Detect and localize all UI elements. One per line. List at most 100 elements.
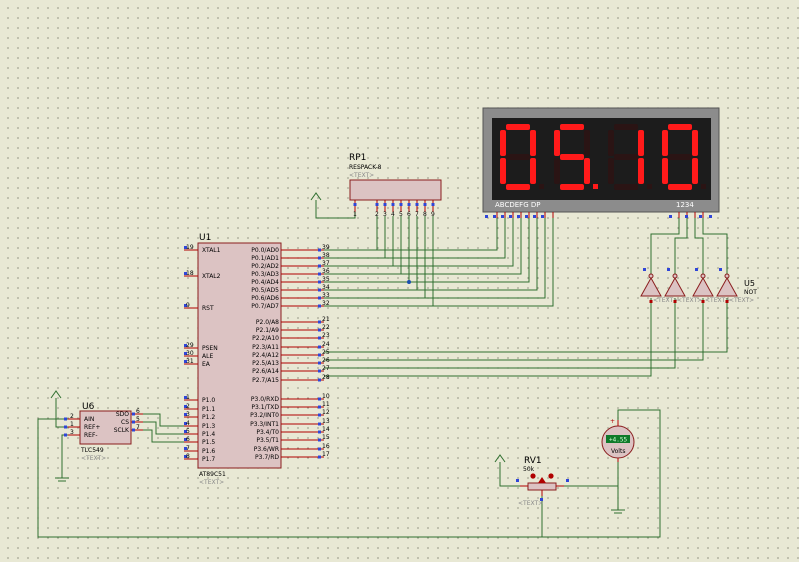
gate-text: <TEXT>: [729, 297, 754, 304]
segment-c: [530, 158, 536, 184]
segment-b: [692, 130, 698, 156]
segment-a: [506, 124, 530, 130]
u1-pin-name: PSEN: [202, 345, 218, 352]
u1-text: <TEXT>: [199, 479, 224, 486]
power-terminal-u6: [50, 390, 62, 399]
u1-pin-name: XTAL1: [202, 247, 221, 254]
digit-pin-label: 1234: [676, 201, 694, 209]
u1-pin-name: XTAL2: [202, 273, 221, 280]
segment-e: [608, 158, 614, 184]
gate-text: <TEXT>: [677, 297, 702, 304]
u1-pin-number: 27: [322, 365, 330, 372]
u6-pin-name: CS: [121, 419, 129, 426]
segment-f: [500, 130, 506, 156]
u5-part: NOT: [744, 289, 757, 296]
rv1-ref: RV1: [524, 456, 542, 466]
segment-f: [554, 130, 560, 156]
not-gate-2[interactable]: <TEXT>: [664, 268, 702, 304]
u6-pin-number: 5: [136, 416, 140, 423]
u1-pin-name: P3.1/TXD: [251, 404, 279, 411]
potentiometer-rv1[interactable]: RV1 50k <TEXT>: [516, 456, 569, 507]
u1-pin-name: P2.3/A11: [252, 344, 279, 351]
rp1-pin-num: 8: [423, 211, 427, 218]
seven-segment-display[interactable]: ABCDEFG DP 1234: [482, 107, 720, 218]
u1-pin-number: 24: [322, 341, 330, 348]
u6-pin-name: SDO: [116, 411, 129, 418]
u1-pin-number: 22: [322, 324, 330, 331]
u1-pin-name: P1.0: [202, 397, 215, 404]
u1-pin-name: P3.4/T0: [256, 429, 279, 436]
rv1-text: <TEXT>: [518, 500, 543, 507]
u1-pin-number: 21: [322, 316, 330, 323]
voltmeter[interactable]: +4.55 Volts +: [601, 418, 635, 462]
segment-d: [614, 184, 638, 190]
u6-text: <TEXT>: [81, 455, 106, 462]
segment-d: [668, 184, 692, 190]
u1-pin-number: 8: [186, 453, 190, 460]
u1-pin-name: P1.2: [202, 414, 215, 421]
u1-pin-name: RST: [202, 305, 214, 312]
segment-g: [560, 154, 584, 160]
u1-pin-name: P0.5/AD5: [251, 287, 279, 294]
segment-e: [500, 158, 506, 184]
not-gate-1[interactable]: <TEXT>: [640, 268, 678, 304]
u1-pin-name: P2.4/A12: [252, 352, 279, 359]
u1-pin-name: P0.7/AD7: [251, 303, 279, 310]
u1-pin-number: 19: [186, 244, 194, 251]
u1-pin-number: 2: [186, 403, 190, 410]
segment-a: [614, 124, 638, 130]
u6-pin-name: SCLK: [114, 427, 130, 434]
u1-pin-number: 17: [322, 451, 330, 458]
not-gate-3[interactable]: <TEXT>: [692, 268, 730, 304]
u1-pin-number: 18: [186, 270, 194, 277]
segment-e: [554, 158, 560, 184]
voltmeter-reading: +4.55: [609, 437, 627, 444]
segment-c: [638, 158, 644, 184]
segment-b: [584, 130, 590, 156]
rp1-pin-num: 2: [375, 211, 379, 218]
ground-voltmeter: [611, 509, 625, 514]
u1-pin-number: 39: [322, 244, 330, 251]
rp1-pin-num: 9: [431, 211, 435, 218]
u1-ref: U1: [199, 233, 211, 243]
u1-pin-name: P1.1: [202, 406, 215, 413]
rp1-pin-num: 3: [383, 211, 387, 218]
u1-pin-name: P2.2/A10: [252, 335, 279, 342]
u1-pin-name: P3.7/RD: [255, 454, 279, 461]
voltmeter-unit: Volts: [611, 448, 625, 455]
u1-pin-number: 10: [322, 393, 330, 400]
decimal-point: [701, 184, 706, 189]
u1-pin-number: 30: [186, 350, 194, 357]
not-gate-4[interactable]: <TEXT>: [716, 268, 754, 304]
rp1-pin-num: 6: [407, 211, 411, 218]
u1-pin-number: 34: [322, 284, 330, 291]
u1-pin-name: P2.7/A15: [252, 377, 279, 384]
u6-pin-number: 7: [136, 424, 140, 431]
u1-pin-name: P1.7: [202, 456, 215, 463]
u1-pin-number: 33: [322, 292, 330, 299]
u1-pin-number: 15: [322, 434, 330, 441]
u1-pin-number: 6: [186, 436, 190, 443]
u1-pin-number: 9: [186, 302, 190, 309]
ground-u6: [55, 477, 69, 482]
segment-g: [506, 154, 530, 160]
u1-pin-number: 13: [322, 418, 330, 425]
segment-d: [560, 184, 584, 190]
u1-pin-name: ALE: [202, 353, 213, 360]
u1-pin-number: 29: [186, 342, 194, 349]
segment-b: [530, 130, 536, 156]
not-gates-u5[interactable]: <TEXT><TEXT><TEXT><TEXT> U5 NOT: [640, 268, 757, 304]
u1-pin-number: 35: [322, 276, 330, 283]
u1-pin-name: P3.6/WR: [254, 446, 279, 453]
u1-pin-number: 36: [322, 268, 330, 275]
digit-1: [500, 124, 544, 190]
u1-pin-name: P0.6/AD6: [251, 295, 279, 302]
u1-pin-number: 12: [322, 409, 330, 416]
u1-pin-number: 31: [186, 358, 194, 365]
segment-f: [662, 130, 668, 156]
u1-pin-number: 25: [322, 349, 330, 356]
